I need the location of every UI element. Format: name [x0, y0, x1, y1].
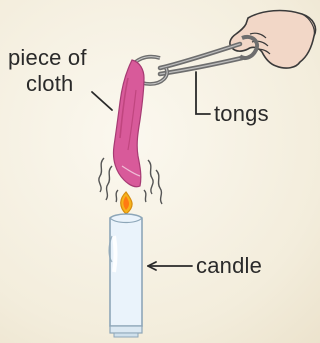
- cloth-leader: [92, 92, 112, 110]
- cloth-label-line-1: piece of: [8, 46, 87, 70]
- candle-icon: [109, 214, 142, 337]
- tongs-leader: [196, 72, 210, 114]
- tongs-label: tongs: [214, 102, 269, 126]
- tongs-icon: [132, 37, 257, 84]
- cloth-label-line-2: cloth: [26, 72, 73, 96]
- cloth-icon: [113, 60, 144, 187]
- candle-label: candle: [196, 254, 262, 278]
